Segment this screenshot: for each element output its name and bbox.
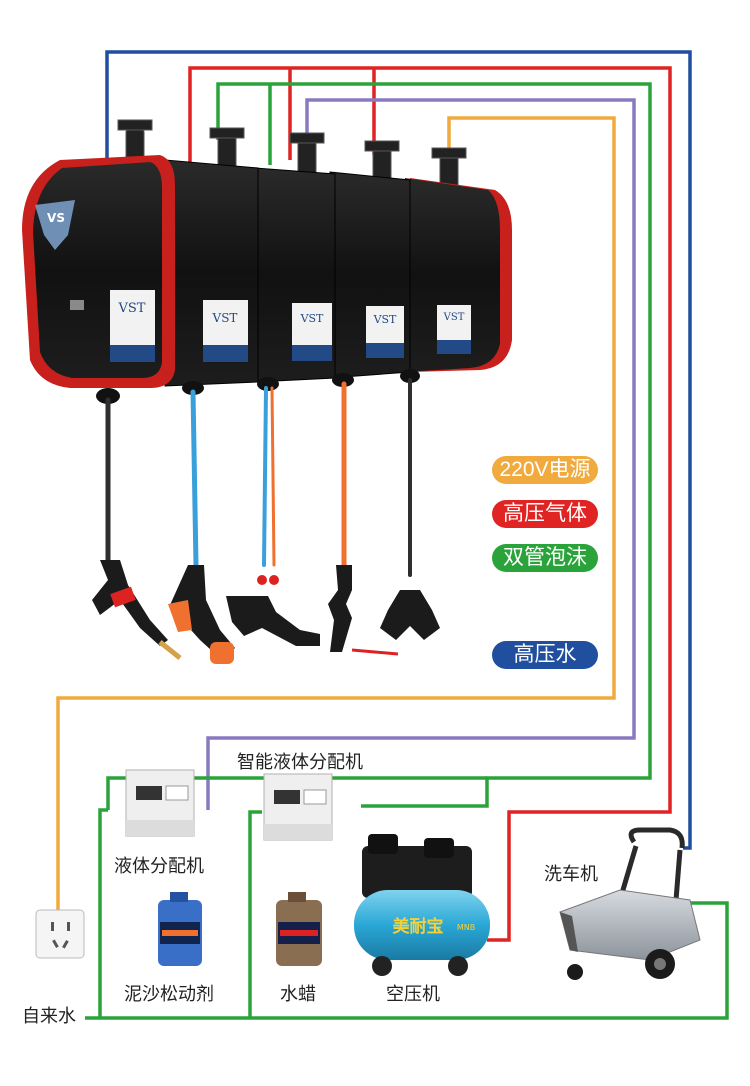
power-line [56, 116, 616, 915]
air-compressor-label: 空压机 [386, 984, 440, 1004]
legend-foam-label: 双管泡沫 [503, 546, 587, 569]
tap-water-label: 自来水 [22, 1006, 76, 1026]
tap-water-line-b [98, 808, 108, 1018]
legend-water: 高压水 [492, 641, 598, 669]
mud-loosener-bottle [158, 892, 202, 966]
foam-dispenser-link [106, 776, 487, 810]
legend-power-label: 220V电源 [499, 458, 591, 481]
legend-air: 高压气体 [492, 500, 598, 528]
car-washer-label: 洗车机 [544, 864, 598, 884]
vs-logo-icon [35, 200, 75, 250]
brand-plate-5: VST [443, 312, 465, 323]
wall-socket [35, 909, 85, 959]
legend-air-label: 高压气体 [503, 502, 587, 525]
tap-water-line [85, 901, 729, 1020]
dispenser2-feed [248, 810, 262, 1018]
brand-plate-3: VST [300, 312, 324, 325]
water-wax-label: 水蜡 [280, 984, 316, 1004]
brand-plate-1: VST [118, 301, 146, 316]
liquid-dispenser-2 [263, 773, 333, 841]
legend-foam: 双管泡沫 [492, 544, 598, 572]
legend-power: 220V电源 [492, 456, 598, 484]
air-compressor: 美耐宝 MNB [354, 834, 490, 976]
legend-water-label: 高压水 [513, 643, 577, 666]
compressor-brand: 美耐宝 [393, 916, 444, 937]
smart-dispenser-label: 智能液体分配机 [237, 752, 363, 772]
liquid-dispenser-label: 液体分配机 [114, 856, 204, 876]
water-wax-bottle [276, 892, 322, 966]
label-plates [110, 290, 471, 362]
hoses [105, 378, 412, 577]
vs-logo-text: VS [47, 211, 65, 225]
high-pressure-water-line [105, 50, 692, 850]
compressor-brand-en: MNB [457, 923, 475, 932]
air-line-a [188, 66, 672, 942]
spray-guns [92, 560, 440, 664]
liquid-line [206, 98, 636, 810]
liquid-dispenser-1 [125, 769, 195, 837]
hose-reel-unit: VS VST VST VST VST VST [22, 119, 512, 404]
car-washer [559, 827, 701, 980]
brand-plate-2: VST [212, 311, 238, 325]
brand-plate-4: VST [373, 313, 397, 326]
foam-line [216, 82, 652, 808]
mud-loosener-label: 泥沙松动剂 [124, 984, 214, 1004]
